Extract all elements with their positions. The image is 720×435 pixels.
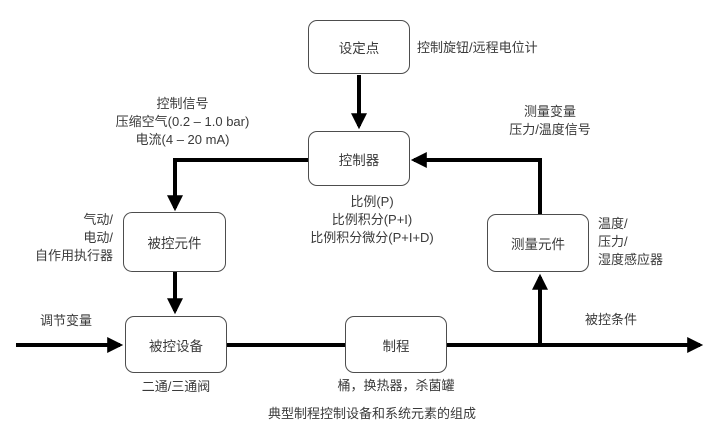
sensor-type-2: 压力/ (598, 234, 628, 249)
control-mode-pid: 比例积分微分(P+I+D) (310, 230, 434, 245)
process-examples-note: 桶，换热器，杀菌罐 (337, 378, 455, 393)
control-mode-p: 比例(P) (350, 194, 394, 209)
process-label: 制程 (382, 338, 410, 354)
control-signal-line-1: 控制信号 (156, 96, 209, 111)
actuator-type-1: 气动/ (83, 212, 113, 227)
actuator-type-3: 自作用执行器 (34, 248, 113, 263)
measured-variable-line-1: 测量变量 (523, 104, 576, 119)
diagram-caption: 典型制程控制设备和系统元素的组成 (268, 406, 477, 421)
actuator-types-note: 气动/ 电动/ 自作用执行器 (0, 211, 113, 265)
manipulated-variable-note: 调节变量 (40, 313, 93, 328)
setpoint-box: 设定点 (308, 20, 410, 74)
controlled-device-label: 被控设备 (149, 338, 203, 354)
control-signal-line-3: 电流(4 – 20 mA) (135, 132, 230, 147)
controller-box: 控制器 (308, 131, 410, 186)
final-control-element-label: 被控元件 (147, 236, 202, 251)
measured-variable-note: 测量变量 压力/温度信号 (460, 103, 640, 139)
controlled-condition-note: 被控条件 (585, 312, 638, 327)
control-modes-note: 比例(P) 比例积分(P+I) 比例积分微分(P+I+D) (260, 193, 484, 247)
arrow-controller-to-final-element (167, 158, 309, 212)
control-signal-line-2: 压缩空气(0.2 – 1.0 bar) (115, 114, 250, 129)
setpoint-note: 控制旋钮/远程电位计 (417, 40, 538, 55)
sensor-type-1: 温度/ (598, 216, 628, 231)
sensor-type-3: 湿度感应器 (598, 252, 664, 267)
controller-label: 控制器 (338, 152, 380, 168)
actuator-type-2: 电动/ (83, 230, 113, 245)
process-box: 制程 (345, 316, 447, 373)
valve-note: 二通/三通阀 (141, 379, 211, 394)
setpoint-label: 设定点 (338, 41, 380, 56)
measured-variable-line-2: 压力/温度信号 (509, 122, 591, 137)
sensor-types-note: 温度/ 压力/ 湿度感应器 (598, 215, 663, 269)
control-mode-pi: 比例积分(P+I) (331, 212, 413, 227)
final-control-element-box: 被控元件 (123, 212, 226, 272)
controlled-device-box: 被控设备 (125, 316, 227, 373)
arrow-measuring-to-controller (410, 152, 542, 214)
measuring-element-box: 测量元件 (487, 214, 589, 272)
control-signal-note: 控制信号 压缩空气(0.2 – 1.0 bar) 电流(4 – 20 mA) (60, 95, 305, 149)
measuring-element-label: 测量元件 (511, 237, 565, 252)
